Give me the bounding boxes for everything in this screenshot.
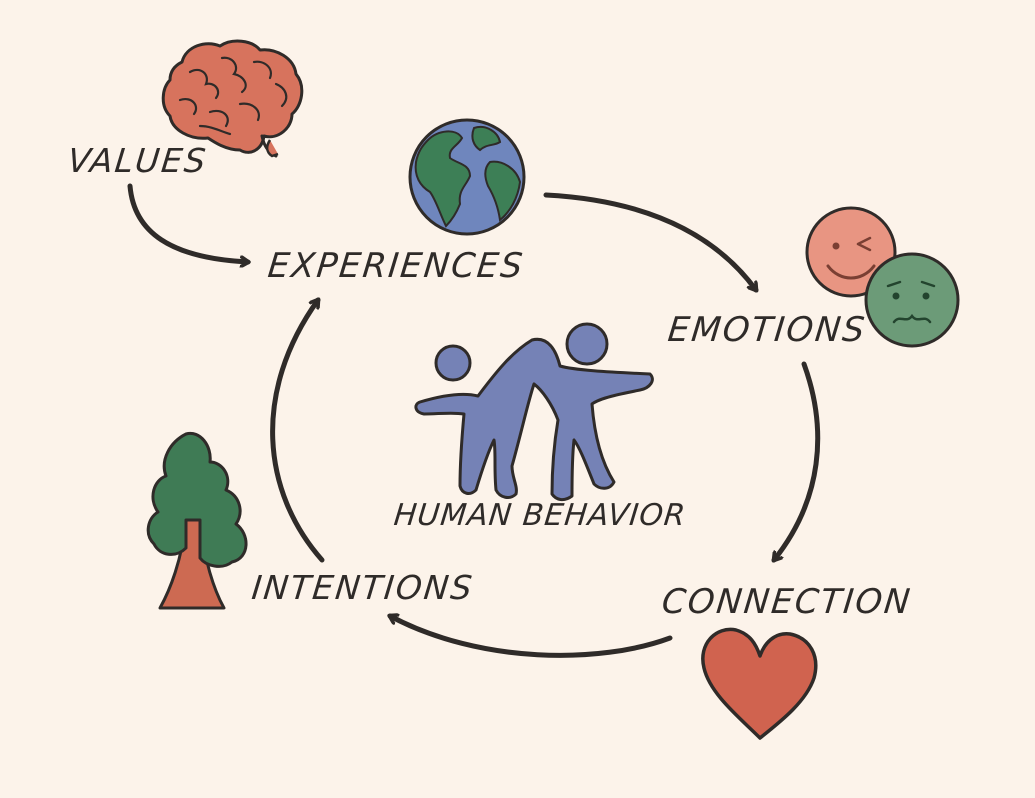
label-emotions: EMOTIONS	[665, 310, 869, 350]
arrow-emotions-to-connection	[771, 361, 821, 560]
brain-icon	[161, 39, 304, 158]
heart-icon	[701, 627, 818, 740]
arrow-connection-to-intentions	[390, 616, 673, 658]
arrow-intentions-to-experiences	[270, 300, 325, 563]
faces-icon	[805, 206, 960, 348]
center-label: HUMAN BEHAVIOR	[392, 498, 688, 533]
arrow-values-to-experiences	[127, 183, 248, 262]
label-connection: CONNECTION	[659, 582, 914, 622]
globe-icon	[408, 118, 526, 236]
people-icon	[414, 322, 654, 502]
tree-icon	[146, 431, 248, 610]
label-intentions: INTENTIONS	[249, 568, 476, 607]
worried-face-icon	[864, 252, 960, 348]
arrow-experiences-to-emotions	[543, 192, 759, 290]
label-values: VALUES	[65, 141, 210, 180]
label-experiences: EXPERIENCES	[265, 246, 527, 286]
